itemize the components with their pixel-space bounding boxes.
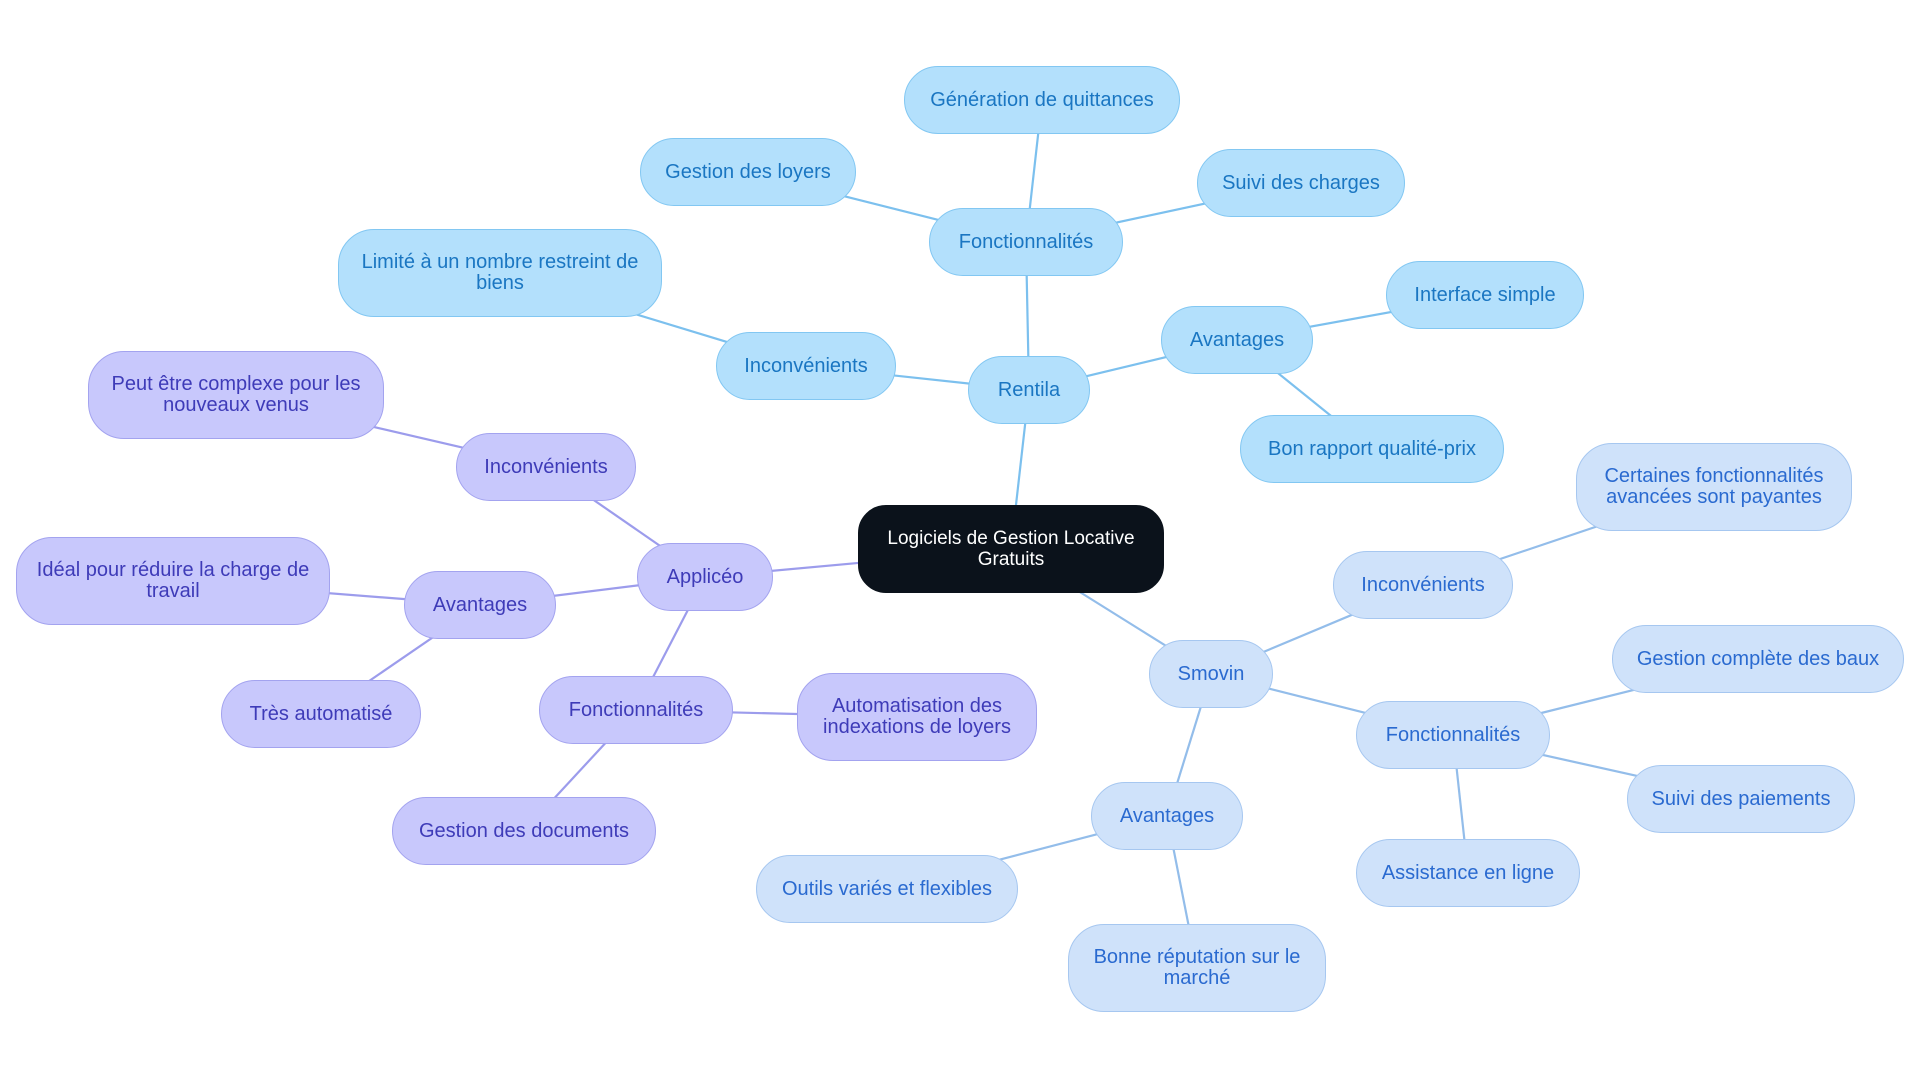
rentila-suivi-charges-node: Suivi des charges [1197,149,1405,217]
applic-node: Applicéo [637,543,773,611]
smovin-node: Smovin [1149,640,1273,708]
smovin-suivi-paiements-node: Suivi des paiements [1627,765,1855,833]
applic-gestion-documents-node: Gestion des documents [392,797,656,865]
smovin-gestion-baux-node: Gestion complète des baux [1612,625,1904,693]
applic-tres-automatise-node: Très automatisé [221,680,421,748]
smovin-inconvenients-node: Inconvénients [1333,551,1513,619]
rentila-bon-rapport-label: Bon rapport qualité-prix [1268,437,1476,460]
rentila-interface-simple-label: Interface simple [1414,283,1556,306]
smovin-outils-varies-label: Outils variés et flexibles [781,877,993,900]
smovin-bonne-reputation-node: Bonne réputation sur le marché [1068,924,1326,1012]
smovin-fonctionnalites-payantes-node: Certaines fonctionnalités avancées sont … [1576,443,1852,531]
rentila-bon-rapport-node: Bon rapport qualité-prix [1240,415,1504,483]
smovin-avantages-node: Avantages [1091,782,1243,850]
rentila-gestion-loyers-label: Gestion des loyers [665,160,831,183]
rentila-fonctionnalites-node: Fonctionnalités [929,208,1123,276]
applic-avantages-label: Avantages [432,593,528,616]
rentila-generation-quittances-label: Génération de quittances [930,88,1154,111]
applic-label: Applicéo [666,565,744,588]
rentila-limite-biens-node: Limité à un nombre restreint de biens [338,229,662,317]
smovin-bonne-reputation-label: Bonne réputation sur le marché [1093,946,1301,989]
smovin-label: Smovin [1177,662,1245,685]
smovin-inconvenients-label: Inconvénients [1361,573,1485,596]
smovin-gestion-baux-label: Gestion complète des baux [1636,647,1880,670]
smovin-fonctionnalites-label: Fonctionnalités [1385,723,1521,746]
rentila-inconvenients-node: Inconvénients [716,332,896,400]
rentila-inconvenients-label: Inconvénients [744,354,868,377]
root-label: Logiciels de Gestion Locative Gratuits [887,528,1135,570]
rentila-fonctionnalites-label: Fonctionnalités [958,230,1094,253]
smovin-fonctionnalites-node: Fonctionnalités [1356,701,1550,769]
applic-fonctionnalites-label: Fonctionnalités [568,698,704,721]
applic-avantages-node: Avantages [404,571,556,639]
applic-inconvenients-node: Inconvénients [456,433,636,501]
rentila-node: Rentila [968,356,1090,424]
smovin-assistance-ligne-label: Assistance en ligne [1381,861,1555,884]
applic-automatisation-indexations-node: Automatisation des indexations de loyers [797,673,1037,761]
rentila-suivi-charges-label: Suivi des charges [1222,171,1380,194]
applic-automatisation-indexations-label: Automatisation des indexations de loyers [823,695,1011,738]
applic-ideal-charge-node: Idéal pour réduire la charge de travail [16,537,330,625]
rentila-interface-simple-node: Interface simple [1386,261,1584,329]
smovin-fonctionnalites-payantes-label: Certaines fonctionnalités avancées sont … [1604,465,1824,508]
smovin-outils-varies-node: Outils variés et flexibles [756,855,1018,923]
rentila-avantages-label: Avantages [1189,328,1285,351]
rentila-limite-biens-label: Limité à un nombre restreint de biens [361,251,639,294]
applic-complexe-node: Peut être complexe pour les nouveaux ven… [88,351,384,439]
smovin-assistance-ligne-node: Assistance en ligne [1356,839,1580,907]
smovin-avantages-label: Avantages [1119,804,1215,827]
applic-complexe-label: Peut être complexe pour les nouveaux ven… [111,373,361,416]
rentila-label: Rentila [997,378,1061,401]
rentila-generation-quittances-node: Génération de quittances [904,66,1180,134]
applic-inconvenients-label: Inconvénients [484,455,608,478]
rentila-gestion-loyers-node: Gestion des loyers [640,138,856,206]
smovin-suivi-paiements-label: Suivi des paiements [1651,787,1831,810]
applic-tres-automatise-label: Très automatisé [249,702,393,725]
applic-gestion-documents-label: Gestion des documents [418,819,630,842]
root-node: Logiciels de Gestion Locative Gratuits [858,505,1164,593]
rentila-avantages-node: Avantages [1161,306,1313,374]
applic-ideal-charge-label: Idéal pour réduire la charge de travail [36,559,310,602]
applic-fonctionnalites-node: Fonctionnalités [539,676,733,744]
